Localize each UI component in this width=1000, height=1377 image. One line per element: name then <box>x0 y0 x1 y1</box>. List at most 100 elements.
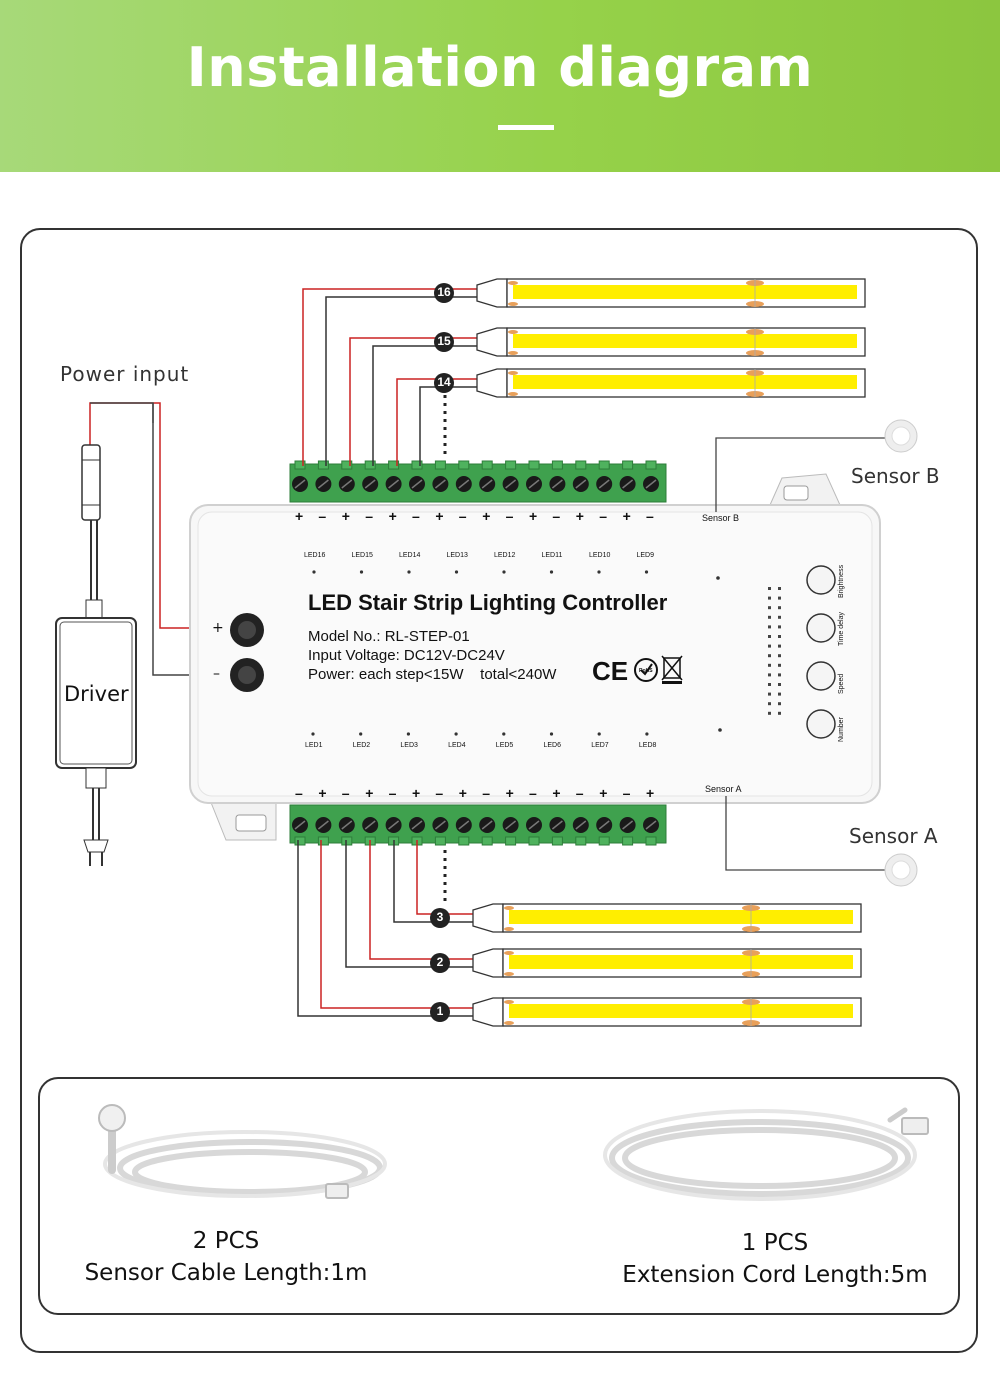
sensor-cable-qty: 2 PCS <box>192 1228 260 1254</box>
minus-terminal-label: – <box>213 666 220 682</box>
terminal-polarity-bottom: + <box>412 785 421 801</box>
terminal-polarity-top: – <box>505 508 514 524</box>
terminal-polarity-bottom: + <box>646 785 655 801</box>
terminal-slot <box>411 460 423 470</box>
terminal-slot <box>294 460 306 470</box>
diagram-frame <box>20 228 978 1353</box>
led-indicator-dots <box>311 570 722 736</box>
led-port-label-bottom: LED3 <box>400 742 418 749</box>
driver-power-supply <box>55 617 137 866</box>
control-button-label: Time delay <box>838 612 845 646</box>
led-port-label-bottom: LED7 <box>591 742 609 749</box>
led-strip-light <box>509 910 853 924</box>
certification-icons <box>634 655 683 684</box>
terminal-slot <box>458 836 470 846</box>
terminal-polarity-top: + <box>295 508 304 524</box>
terminal-slot <box>622 460 634 470</box>
vent-dots <box>768 587 781 715</box>
sensor-a-label: Sensor A <box>849 824 938 848</box>
led-port-label-top: LED11 <box>541 552 563 559</box>
strip-number: 15 <box>437 334 451 348</box>
terminal-slot <box>551 836 563 846</box>
terminal-slot <box>575 836 587 846</box>
strip-number-badge <box>434 283 454 303</box>
sensor-cable-icon <box>98 1104 387 1199</box>
terminal-polarity-top: + <box>622 508 631 524</box>
terminal-polarity-top: + <box>482 508 491 524</box>
terminal-slot <box>481 836 493 846</box>
input-voltage: Input Voltage: DC12V-DC24V <box>308 647 505 664</box>
strip-number: 1 <box>436 1004 444 1018</box>
extension-cord-qty: 1 PCS <box>741 1230 809 1256</box>
led-port-label-top: LED14 <box>399 552 421 559</box>
terminal-polarity-top: – <box>365 508 373 524</box>
terminal-polarity-bottom: – <box>575 785 584 801</box>
page-title: Installation diagram <box>186 36 814 99</box>
driver-label: Driver <box>64 682 129 706</box>
terminal-slot <box>434 836 446 846</box>
led-port-label-top: LED10 <box>589 552 611 559</box>
control-button <box>806 565 836 595</box>
controller-title: LED Stair Strip Lighting Controller <box>308 590 668 615</box>
accessories-panel <box>38 1077 960 1315</box>
ce-mark: CE <box>592 656 629 686</box>
led-port-label-top: LED9 <box>636 552 655 559</box>
led-strips <box>430 278 866 1027</box>
led-strip-light <box>513 285 857 299</box>
terminal-polarity-bottom: – <box>295 785 303 801</box>
terminal-slot <box>317 836 329 846</box>
control-button-label: Number <box>838 717 845 742</box>
strip-connector <box>476 368 508 398</box>
terminal-polarity-bottom: – <box>482 785 490 801</box>
terminal-polarity-top: + <box>388 508 397 524</box>
strip-number: 14 <box>437 375 451 389</box>
terminal-block-top <box>289 460 667 503</box>
strip-number-badge <box>430 953 450 973</box>
terminal-polarity-top: – <box>552 508 561 524</box>
control-button-label: Speed <box>838 673 845 694</box>
strip-connector <box>476 278 508 308</box>
control-button <box>806 709 836 739</box>
sensor-cable-desc: Sensor Cable Length:1m <box>84 1260 368 1286</box>
terminal-slot <box>317 460 329 470</box>
strip-connector <box>472 997 504 1027</box>
terminal-slot <box>341 460 353 470</box>
strip-number: 16 <box>437 285 451 299</box>
terminal-slot <box>434 460 446 470</box>
strip-connector <box>472 903 504 933</box>
terminal-slot <box>294 836 306 846</box>
strip-number-badge <box>434 332 454 352</box>
terminal-polarity-bottom: – <box>341 785 350 801</box>
sensor-wires <box>715 437 885 871</box>
terminal-slot <box>341 836 353 846</box>
led-port-label-bottom: LED1 <box>305 742 323 749</box>
led-strip-light <box>513 334 857 348</box>
terminal-polarity-bottom: + <box>505 785 514 801</box>
terminal-polarity-top: – <box>318 508 327 524</box>
led-strip-light <box>509 1004 853 1018</box>
terminal-slot <box>505 460 517 470</box>
terminal-polarity-top: – <box>599 508 607 524</box>
controller-housing <box>189 473 881 841</box>
led-port-label-bottom: LED4 <box>448 742 466 749</box>
power-wires <box>89 402 222 676</box>
control-button-label: Brightness <box>838 564 845 598</box>
terminal-polarity-top: + <box>529 508 538 524</box>
strip-number: 3 <box>436 910 444 924</box>
terminal-slot <box>575 460 587 470</box>
terminal-slot <box>598 836 610 846</box>
sensor-a-icon <box>884 853 918 887</box>
terminal-slot <box>551 460 563 470</box>
strip-number: 2 <box>436 955 444 969</box>
led-strip-light <box>513 375 857 389</box>
led-port-label-top: LED16 <box>304 552 326 559</box>
title-underline <box>498 125 554 130</box>
terminal-polarity-bottom: – <box>435 785 444 801</box>
control-button <box>806 661 836 691</box>
header-banner: Installation diagram <box>0 0 1000 172</box>
terminal-slot <box>528 836 540 846</box>
terminal-polarity-bottom: + <box>318 785 327 801</box>
terminal-slot <box>645 836 657 846</box>
led-port-label-top: LED15 <box>351 552 373 559</box>
terminal-polarity-bottom: + <box>599 785 608 801</box>
